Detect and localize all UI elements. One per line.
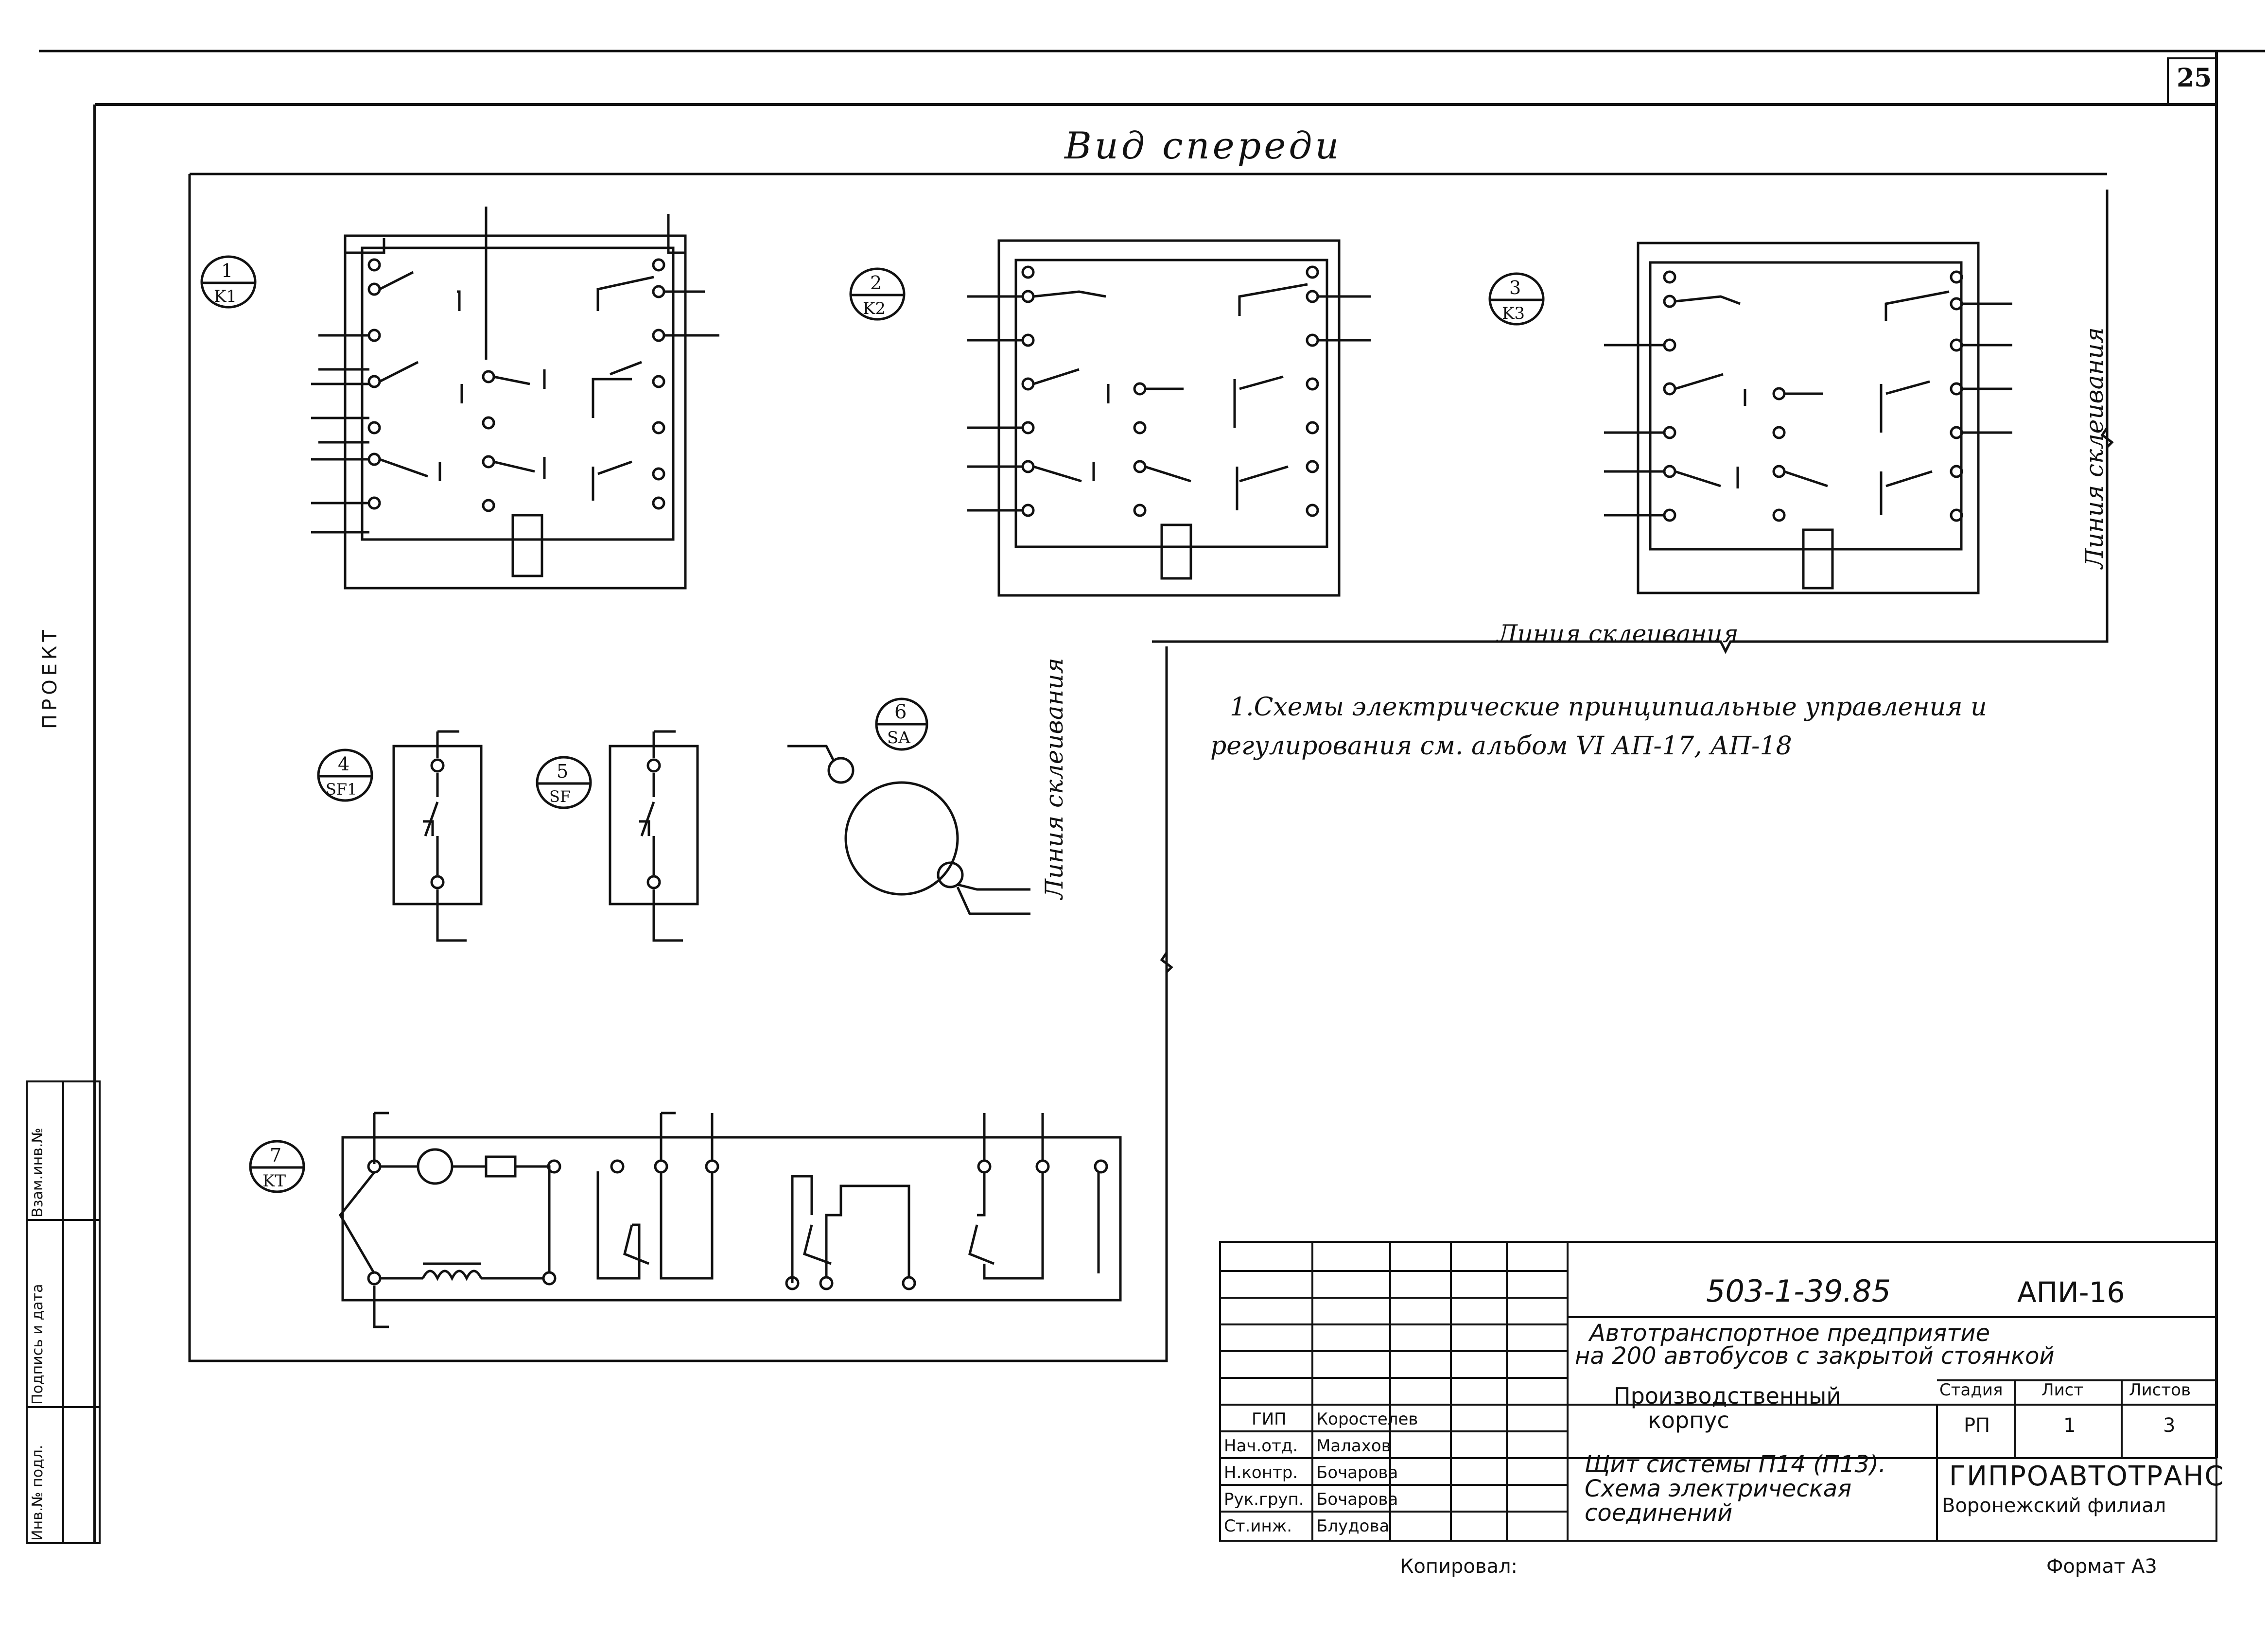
device-4-code: SF1 bbox=[326, 780, 357, 799]
drawing-area-frame bbox=[188, 173, 2114, 1362]
device-5-number: 5 bbox=[557, 761, 569, 782]
device-1-number: 1 bbox=[221, 260, 233, 281]
tb-org-2: Воронежский филиал bbox=[1942, 1495, 2166, 1517]
tb-enterprise-2: на 200 автобусов с закрытой стоянкой bbox=[1575, 1342, 2055, 1370]
view-title: Вид спереди bbox=[1064, 124, 1342, 167]
tb-sheets-header: Листов bbox=[2129, 1380, 2191, 1400]
margin-inv-label: Инв.№ подл. bbox=[29, 1445, 46, 1541]
note-line-1: 1.Схемы электрические принципиальные упр… bbox=[1230, 693, 1987, 722]
relay-k1 bbox=[311, 207, 719, 590]
tb-staff-role-4: Ст.инж. bbox=[1224, 1516, 1292, 1536]
k3-contacts bbox=[1604, 270, 2012, 522]
tb-sheet-title-3: соединений bbox=[1585, 1499, 1733, 1527]
device-1-code: K1 bbox=[214, 287, 237, 306]
tb-enterprise-1: Автотранспортное предприятие bbox=[1589, 1320, 1990, 1347]
k1-contacts-right bbox=[592, 258, 719, 510]
device-3-code: K3 bbox=[1502, 304, 1525, 323]
device-3-number: 3 bbox=[1509, 277, 1521, 298]
tb-doc-code: 503-1-39.85 bbox=[1706, 1273, 1891, 1309]
tb-staff-name-4: Блудова bbox=[1316, 1516, 1390, 1536]
sheet-frame bbox=[39, 50, 2265, 1543]
k2-contacts bbox=[967, 265, 1371, 517]
device-4-number: 4 bbox=[338, 753, 350, 775]
tb-sheet: 1 bbox=[2063, 1414, 2076, 1437]
tb-staff-role-1: Нач.отд. bbox=[1224, 1436, 1298, 1456]
tb-stage-header: Стадия bbox=[1939, 1380, 2003, 1400]
margin-replace-label: Взам.инв.№ bbox=[29, 1128, 46, 1218]
device-7-code: KT bbox=[262, 1171, 286, 1191]
tb-stage: РП bbox=[1964, 1414, 1990, 1437]
k1-contacts-left bbox=[311, 258, 463, 534]
margin-sign-label: Подпись и дата bbox=[29, 1284, 46, 1405]
sheet-number: 25 bbox=[2177, 63, 2212, 93]
relay-k2 bbox=[967, 239, 1371, 597]
tb-album: АПИ-16 bbox=[2017, 1276, 2125, 1309]
tb-staff-name-3: Бочарова bbox=[1316, 1490, 1398, 1509]
glue-line-label-vertical-right: Линия склеивания bbox=[2080, 327, 2109, 569]
relay-k3 bbox=[1604, 242, 2012, 594]
timer-relay-kt bbox=[338, 1112, 1122, 1328]
breaker-sf1 bbox=[392, 730, 483, 942]
tb-staff-name-1: Малахов bbox=[1316, 1436, 1391, 1456]
tb-sheet-header: Лист bbox=[2041, 1380, 2084, 1400]
margin-boxes bbox=[26, 1080, 101, 1544]
device-6-code: SA bbox=[887, 728, 910, 748]
tb-sheets: 3 bbox=[2163, 1414, 2176, 1437]
copied-by-label: Копировал: bbox=[1400, 1555, 1518, 1578]
title-block-frame bbox=[1219, 1241, 2217, 1542]
tb-org-1: ГИПРОАВТОТРАНС bbox=[1949, 1461, 2225, 1492]
note-line-2: регулирования см. альбом VI АП-17, АП-18 bbox=[1210, 731, 1792, 761]
glue-line-label-horizontal: Линия склеивания bbox=[1497, 620, 1739, 648]
k1-contacts-middle bbox=[482, 369, 546, 512]
format-label: Формат А3 bbox=[2046, 1555, 2157, 1578]
device-2-code: K2 bbox=[863, 299, 886, 318]
device-bubbles bbox=[200, 255, 1545, 1193]
breaker-sf bbox=[609, 730, 699, 942]
tb-building-1: Производственный bbox=[1614, 1383, 1841, 1409]
device-6-number: 6 bbox=[894, 701, 907, 723]
tb-staff-role-0: ГИП bbox=[1252, 1410, 1287, 1429]
glue-line-label-vertical-left: Линия склеивания bbox=[1040, 658, 1068, 899]
tb-staff-role-3: Рук.груп. bbox=[1224, 1490, 1304, 1509]
tb-staff-name-0: Коростелев bbox=[1316, 1410, 1418, 1429]
device-2-number: 2 bbox=[870, 272, 882, 294]
tb-building-2: корпус bbox=[1648, 1407, 1729, 1433]
device-5-code: SF bbox=[549, 787, 571, 806]
switch-sa bbox=[787, 697, 1030, 915]
tb-staff-name-2: Бочарова bbox=[1316, 1463, 1398, 1482]
tb-sheet-title-1: Щит системы П14 (П13). bbox=[1585, 1451, 1886, 1478]
device-7-number: 7 bbox=[270, 1145, 282, 1166]
tb-sheet-title-2: Схема электрическая bbox=[1585, 1475, 1852, 1502]
margin-project-stamp: ПРОЕКТ bbox=[39, 626, 61, 729]
tb-staff-role-2: Н.контр. bbox=[1224, 1463, 1298, 1482]
